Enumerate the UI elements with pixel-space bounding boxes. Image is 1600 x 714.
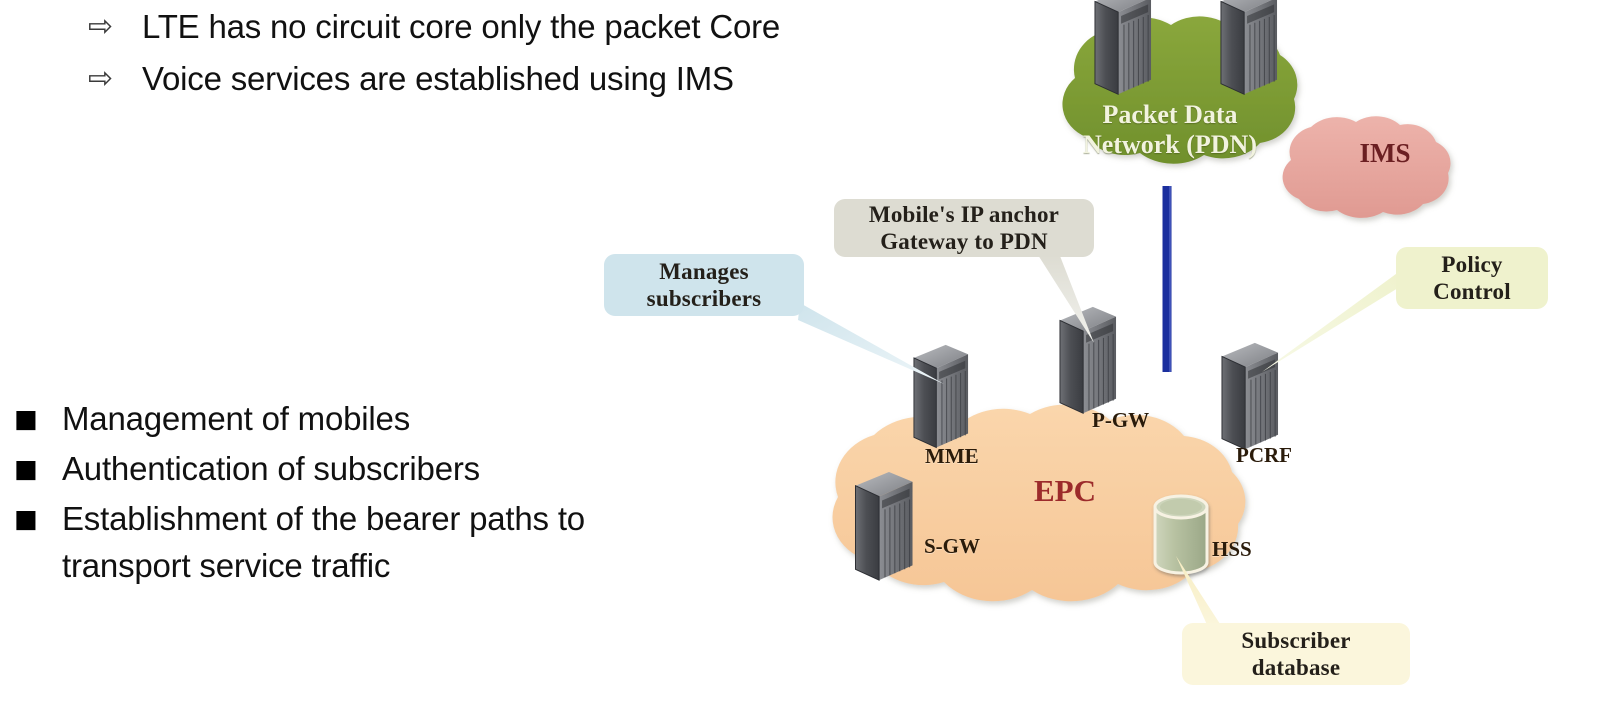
database-hss xyxy=(1153,494,1209,575)
square-bullet-icon: ■ xyxy=(14,504,38,533)
square-bullet-icon: ■ xyxy=(14,454,38,483)
arrow-bullet-text: LTE has no circuit core only the packet … xyxy=(142,8,781,45)
callout-tail-subdb xyxy=(1176,556,1222,627)
link-pdn-pgw xyxy=(1162,186,1172,372)
callout-tail-anchor xyxy=(1038,255,1094,343)
callout-manages-line1: Manages xyxy=(659,258,749,284)
callout-ip-anchor-gateway: Mobile's IP anchor Gateway to PDN xyxy=(834,199,1094,257)
server-pdn-right xyxy=(1220,0,1278,95)
right-arrow-icon: ⇨ xyxy=(88,9,114,44)
callout-subdb-line1: Subscriber xyxy=(1241,627,1351,653)
callout-manages-line2: subscribers xyxy=(646,286,762,311)
right-arrow-icon: ⇨ xyxy=(88,61,114,96)
callout-policy-line2: Control xyxy=(1433,279,1511,304)
arrow-bullet-text: Voice services are established using IMS xyxy=(142,60,734,97)
callout-manages-subscribers: Manages subscribers xyxy=(604,254,804,316)
cloud-ims xyxy=(1282,116,1451,218)
callout-anchor-line2: Gateway to PDN xyxy=(880,229,1048,254)
callout-policy-line1: Policy xyxy=(1441,251,1503,277)
callout-policy-control: Policy Control xyxy=(1396,247,1548,309)
server-pgw xyxy=(1059,306,1117,414)
arrow-bullet-list: ⇨ LTE has no circuit core only the packe… xyxy=(88,4,968,108)
server-mme xyxy=(913,344,969,449)
callout-anchor-line1: Mobile's IP anchor xyxy=(868,201,1060,227)
server-pcrf xyxy=(1221,342,1279,450)
list-item: ■ Establishment of the bearer paths to t… xyxy=(14,495,734,589)
cloud-epc xyxy=(832,404,1246,602)
square-bullet-list: ■ Management of mobiles ■ Authentication… xyxy=(14,395,734,592)
callout-tail-policy xyxy=(1262,271,1400,372)
callout-tail-manages xyxy=(798,303,944,384)
square-bullet-icon: ■ xyxy=(14,404,38,433)
square-bullet-text: Establishment of the bearer paths to tra… xyxy=(62,500,585,584)
list-item: ■ Authentication of subscribers xyxy=(14,445,734,492)
list-item: ■ Management of mobiles xyxy=(14,395,734,442)
list-item: ⇨ Voice services are established using I… xyxy=(88,56,968,102)
server-sgw xyxy=(854,471,914,581)
list-item: ⇨ LTE has no circuit core only the packe… xyxy=(88,4,968,50)
square-bullet-text: Authentication of subscribers xyxy=(62,450,480,487)
square-bullet-text: Management of mobiles xyxy=(62,400,410,437)
server-pdn-left xyxy=(1094,0,1152,95)
callout-subscriber-database: Subscriber database xyxy=(1182,623,1410,685)
callout-subdb-line2: database xyxy=(1251,655,1341,680)
